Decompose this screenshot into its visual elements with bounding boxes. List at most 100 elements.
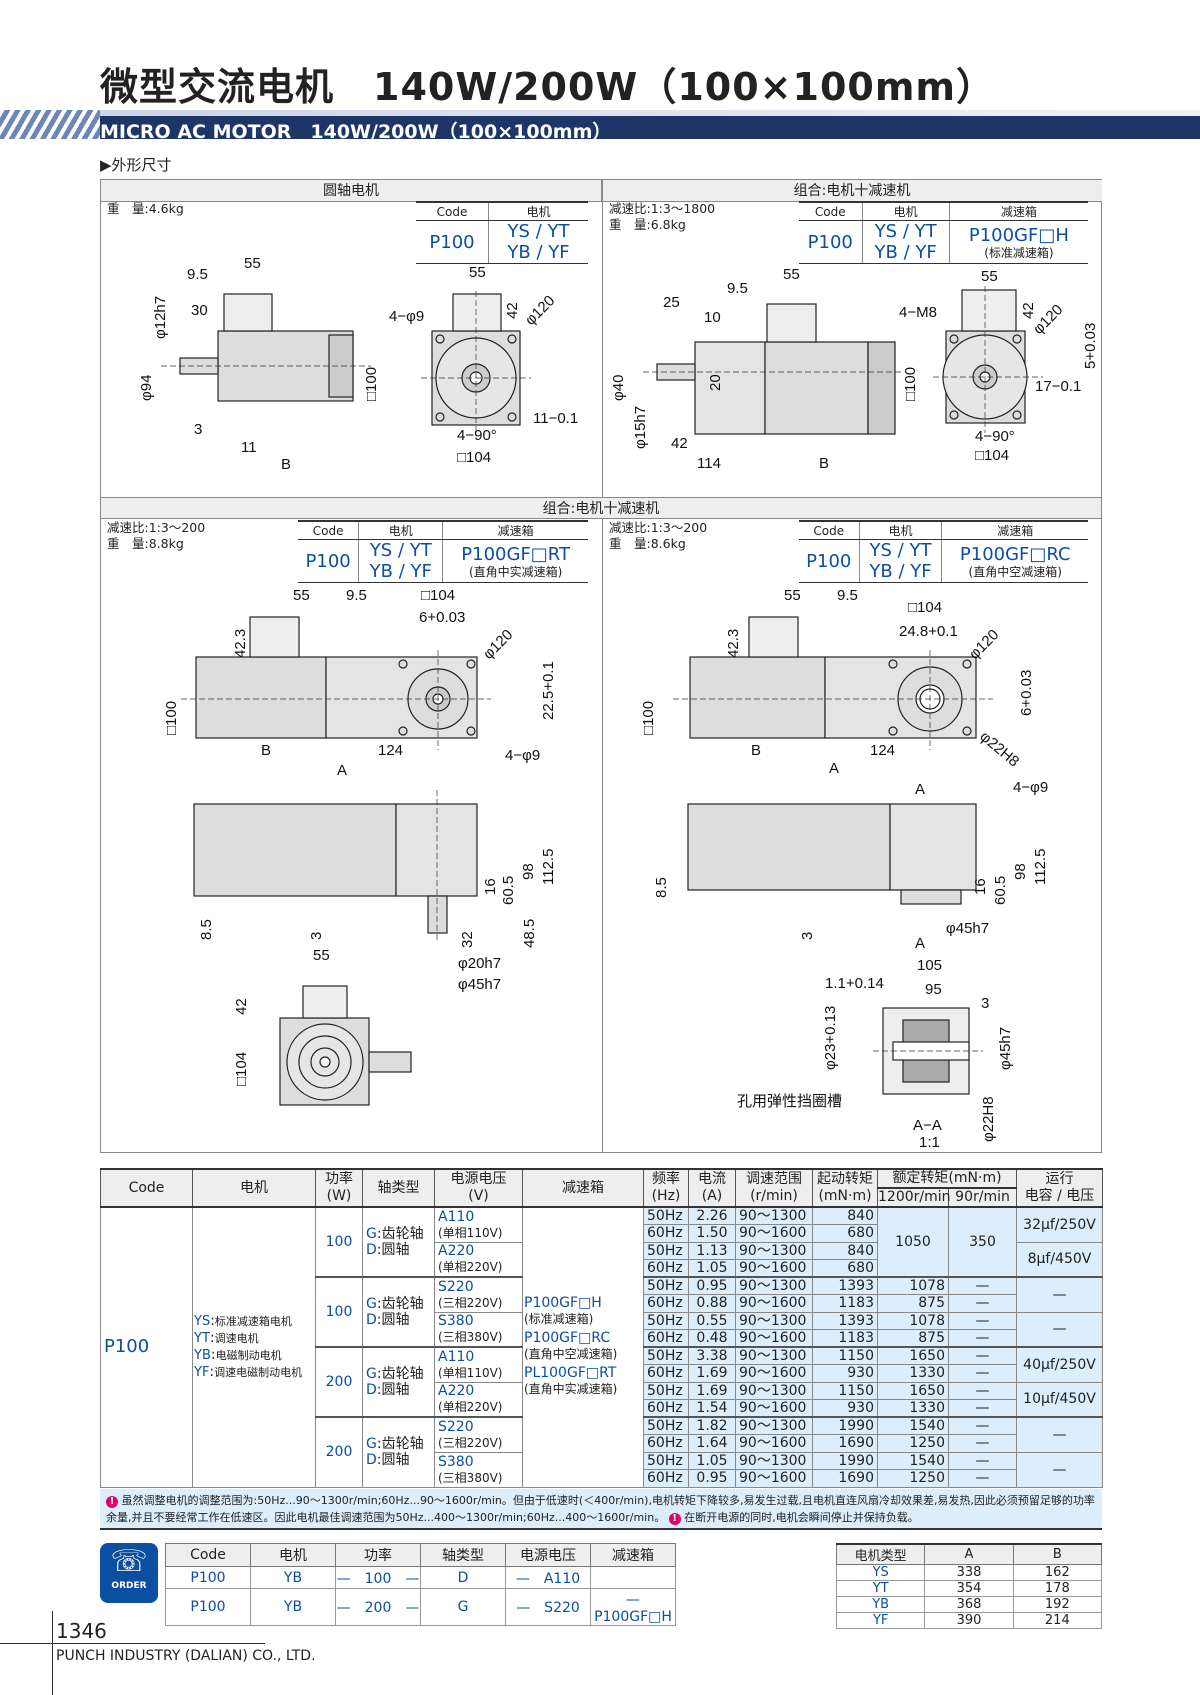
type-cell: YT <box>835 1580 926 1597</box>
gear-note: (直角中实减速箱) <box>468 564 563 579</box>
motor-code: YF <box>194 1365 210 1381</box>
rated-torque-cell: — <box>948 1416 1017 1435</box>
type-cell: 390 <box>924 1612 1014 1629</box>
warning-icon: ! <box>668 1513 681 1525</box>
rated-torque-cell: 1330 <box>877 1364 949 1383</box>
dim-label: 42 <box>1020 302 1037 319</box>
spec-header: 减速箱 <box>941 520 1088 540</box>
voltage-cell: S220(三相220V) <box>434 1276 523 1313</box>
dim-label: 16 <box>972 878 989 895</box>
spec-header: 电机 <box>861 201 950 221</box>
order-cell: G <box>420 1588 506 1626</box>
dim-label: □104 <box>975 447 1009 464</box>
motor-desc: 调速电磁制动电机 <box>214 1366 303 1380</box>
dim-label: 9.5 <box>727 280 748 297</box>
voltage-cell: A110(单相110V) <box>434 1346 523 1383</box>
data-cell: 50Hz <box>643 1416 689 1435</box>
capacitor-cell: 8μf/450V <box>1016 1241 1103 1278</box>
motor-code: YB <box>194 1348 211 1364</box>
capacitor-cell: — <box>1016 1311 1103 1348</box>
dim-label: 24.8+0.1 <box>899 623 958 640</box>
data-cell: 90～1600 <box>735 1434 813 1453</box>
spec-header: Code <box>298 520 359 540</box>
order-cell: — 200 — <box>335 1588 421 1626</box>
data-cell: 60Hz <box>643 1224 689 1243</box>
combo-rt-drawing: 55 9.5 □104 6+0.03 42.3 φ120 22.5+0.1 □1… <box>163 587 557 1106</box>
dim-label: B <box>261 742 271 759</box>
dim-label: 3 <box>799 932 816 940</box>
order-cell: D <box>420 1566 506 1589</box>
order-cell: — A110 <box>505 1566 591 1589</box>
dim-label: 42 <box>233 998 250 1015</box>
gear-note: (直角中空减速箱) <box>968 564 1062 579</box>
data-cell: 50Hz <box>643 1451 689 1470</box>
capacitor-cell: — <box>1016 1416 1103 1453</box>
rated-torque-cell: 875 <box>877 1329 949 1348</box>
data-cell: 50Hz <box>643 1206 689 1225</box>
column-header: 起动转矩 (mN·m) <box>812 1168 878 1208</box>
dim-label: φ22H8 <box>976 728 1022 770</box>
ratio-weight: 减速比:1:3～200 重 量:8.6kg <box>609 520 708 551</box>
order-cell: YB <box>250 1566 336 1589</box>
dim-label: φ45h7 <box>946 920 989 937</box>
type-cell: 192 <box>1012 1596 1103 1613</box>
column-header: 调速范围 (r/min) <box>735 1168 813 1208</box>
data-cell: 1150 <box>812 1381 878 1400</box>
dim-label: B <box>751 742 761 759</box>
dim-label: φ94 <box>138 375 155 401</box>
rated-torque-cell: 875 <box>877 1294 949 1313</box>
data-cell: 90～1300 <box>735 1311 813 1330</box>
rated-torque-cell: 1540 <box>877 1451 949 1470</box>
dim-label: 114 <box>697 455 721 472</box>
spec-header: 电机 <box>358 520 443 540</box>
spec-gear: P100GF□RC(直角中空减速箱) <box>941 539 1088 583</box>
column-header: 90r/min <box>948 1187 1017 1208</box>
spec-header: 减速箱 <box>442 520 588 540</box>
dim-label: 30 <box>191 302 208 319</box>
dim-label: □104 <box>233 1052 250 1086</box>
dim-label: □100 <box>363 367 380 401</box>
data-cell: 60Hz <box>643 1469 689 1488</box>
dim-label: A <box>829 760 839 777</box>
rated-torque-cell: — <box>948 1346 1017 1365</box>
motor-desc: 标准减速箱电机 <box>214 1315 292 1329</box>
column-header: 功率 (W) <box>315 1168 363 1208</box>
data-cell: 90～1600 <box>735 1364 813 1383</box>
dim-label: 42.3 <box>232 629 249 658</box>
data-cell: 50Hz <box>643 1311 689 1330</box>
dim-label: φ20h7 <box>458 955 501 972</box>
data-cell: 60Hz <box>643 1294 689 1313</box>
spec-header: Code <box>799 520 860 540</box>
data-cell: 0.55 <box>688 1311 736 1330</box>
data-cell: 1.05 <box>688 1259 736 1278</box>
column-header: A <box>924 1543 1014 1565</box>
dim-label: □104 <box>457 449 491 466</box>
column-header: Code <box>100 1168 193 1208</box>
motor-code: YS <box>194 1314 211 1330</box>
dim-label: 42 <box>671 435 688 452</box>
dim-label: 95 <box>925 981 942 998</box>
dim-label: 17−0.1 <box>1035 378 1081 395</box>
rated-torque-cell: — <box>948 1399 1017 1418</box>
power-cell: 100 <box>315 1206 363 1278</box>
capacitor-cell: 40μf/250V <box>1016 1346 1103 1383</box>
order-cell: — S220 <box>505 1588 591 1626</box>
column-header: Code <box>165 1543 251 1567</box>
motor-desc: 电磁制动电机 <box>215 1349 282 1363</box>
data-cell: 50Hz <box>643 1241 689 1260</box>
dim-label: □104 <box>421 587 455 604</box>
spec-code: P100 <box>799 539 860 583</box>
rated-torque-cell: 1650 <box>877 1346 949 1365</box>
motor-1: YS / YT <box>869 540 932 561</box>
